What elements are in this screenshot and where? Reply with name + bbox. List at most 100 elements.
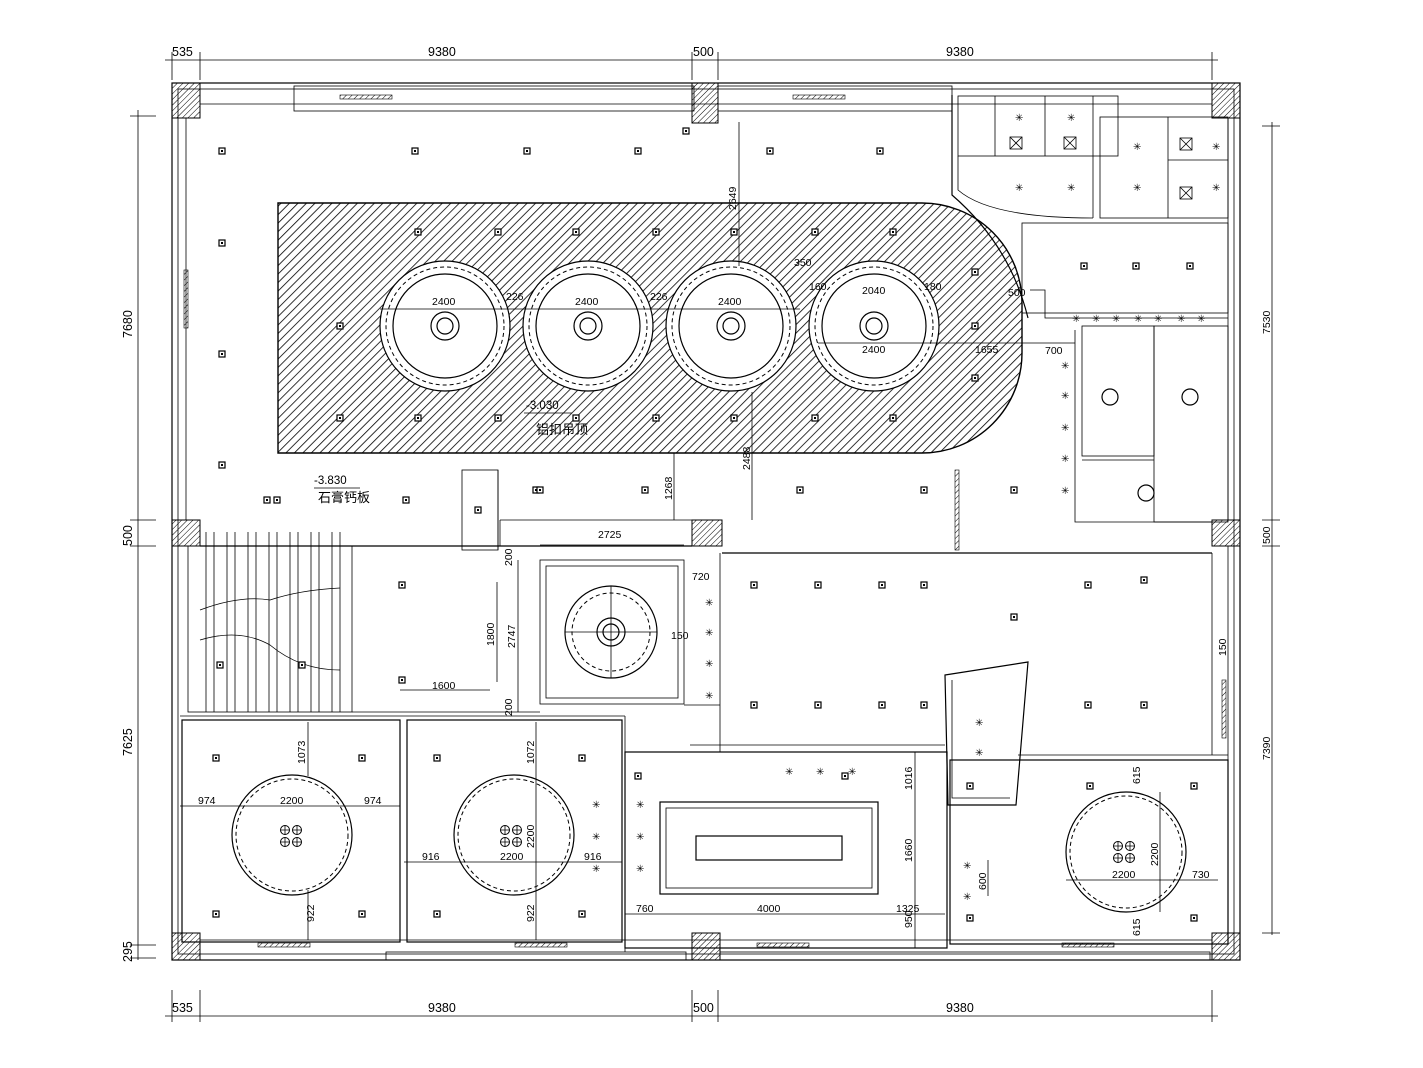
spotlight-icon: ✳ [848, 767, 856, 778]
dim-2200e: 2200 [1112, 869, 1136, 881]
top-dim-3: 500 [693, 45, 714, 59]
pendant-light-cross [1125, 841, 1135, 851]
downlight-dot [685, 130, 687, 132]
downlight-dot [1013, 616, 1015, 618]
downlight-dot [923, 489, 925, 491]
downlight-dot [844, 775, 846, 777]
downlight-dot [892, 231, 894, 233]
dome-1 [379, 260, 511, 392]
downlight-dot [974, 377, 976, 379]
downlight-dot [817, 704, 819, 706]
downlight-dot [301, 664, 303, 666]
dim-2200ev: 2200 [1149, 842, 1161, 866]
dim-2200bv: 2200 [525, 824, 537, 848]
dim-922b: 922 [525, 904, 537, 922]
dome-2-dim: 2400 [575, 296, 599, 308]
downlight-dot [1135, 265, 1137, 267]
downlight-dot [436, 913, 438, 915]
downlight-dot [1189, 265, 1191, 267]
dim-1073: 1073 [296, 740, 308, 764]
downlight-dot [1013, 489, 1015, 491]
downlight-dot [1193, 785, 1195, 787]
downlight-dot [974, 271, 976, 273]
spotlight-icon: ✳ [1061, 361, 1069, 372]
downlight-dot [1087, 704, 1089, 706]
dim-1600: 1600 [432, 680, 456, 692]
downlight-dot [361, 913, 363, 915]
lower-rooms [180, 715, 1229, 952]
downlight-dot [215, 757, 217, 759]
downlight-dot [753, 704, 755, 706]
downlight-dot [414, 150, 416, 152]
spotlight-icon: ✳ [705, 659, 713, 670]
downlight-dot [655, 417, 657, 419]
downlight-dot [753, 584, 755, 586]
pendant-light-cross [1113, 841, 1123, 851]
dim-1325: 1325 [896, 903, 920, 915]
dim-916r: 916 [584, 851, 602, 863]
downlight-dot [637, 150, 639, 152]
dome-1-dim: 2400 [432, 296, 456, 308]
downlight-dot [339, 417, 341, 419]
dim-1072: 1072 [525, 740, 537, 764]
dim-4000: 4000 [757, 903, 781, 915]
downlight-dot [814, 231, 816, 233]
dome-2 [522, 260, 654, 392]
dim-700: 700 [1045, 345, 1063, 357]
downlight-dot [817, 584, 819, 586]
slatted-partition [187, 532, 353, 713]
dim-160: 160 [809, 281, 827, 293]
spotlight-icon: ✳ [1212, 183, 1220, 194]
spotlight-icon: ✳ [636, 864, 644, 875]
dim-1016: 1016 [903, 766, 915, 790]
dim-1660: 1660 [903, 838, 915, 862]
downlight-dot [969, 917, 971, 919]
spotlight-icon: ✳ [1072, 314, 1080, 325]
pendant-light-cross [280, 825, 290, 835]
dim-150a: 150 [671, 630, 689, 642]
downlight-dot [969, 785, 971, 787]
gap-2-dim: 226 [650, 291, 668, 303]
round-dome-a [231, 774, 353, 896]
downlight-dot [974, 325, 976, 327]
downlight-dot [417, 231, 419, 233]
dim-2725: 2725 [598, 529, 622, 541]
light-fixtures: ✳✳✳✳✳✳✳✳✳✳✳✳✳✳✳✳✳✳✳✳✳✳✳✳✳✳✳✳✳✳✳✳✳✳✳✳✳ [212, 113, 1220, 922]
spotlight-icon: ✳ [705, 628, 713, 639]
downlight-dot [1087, 584, 1089, 586]
dim-2488: 2488 [741, 446, 753, 470]
downlight-dot [581, 913, 583, 915]
spotlight-icon: ✳ [1134, 314, 1142, 325]
dome-4-bottom-dim: 2400 [862, 344, 886, 356]
dim-200b: 200 [503, 698, 515, 716]
dim-350: 350 [794, 257, 812, 269]
downlight-dot [881, 704, 883, 706]
pendant-light-cross [500, 825, 510, 835]
downlight-dot [1089, 785, 1091, 787]
downlight-dot [1193, 917, 1195, 919]
downlight-dot [401, 679, 403, 681]
spotlight-icon: ✳ [975, 748, 983, 759]
dim-720: 720 [692, 571, 710, 583]
downlight-dot [923, 704, 925, 706]
dim-1268: 1268 [663, 476, 675, 500]
middle-section [187, 469, 1228, 806]
downlight-dot [879, 150, 881, 152]
dim-615b: 615 [1131, 918, 1143, 936]
downlight-dot [892, 417, 894, 419]
spotlight-icon: ✳ [592, 832, 600, 843]
left-dim-3: 7625 [121, 728, 135, 756]
downlight-dot [581, 757, 583, 759]
downlight-dot [361, 757, 363, 759]
dim-916l: 916 [422, 851, 440, 863]
downlight-dot [221, 464, 223, 466]
downlight-dot [497, 417, 499, 419]
downlight-dot [221, 353, 223, 355]
spotlight-icon: ✳ [705, 598, 713, 609]
pendant-light-cross [292, 825, 302, 835]
left-dim-1: 7680 [121, 310, 135, 338]
downlight-dot [923, 584, 925, 586]
dim-615t: 615 [1131, 766, 1143, 784]
dome-3 [665, 260, 797, 392]
